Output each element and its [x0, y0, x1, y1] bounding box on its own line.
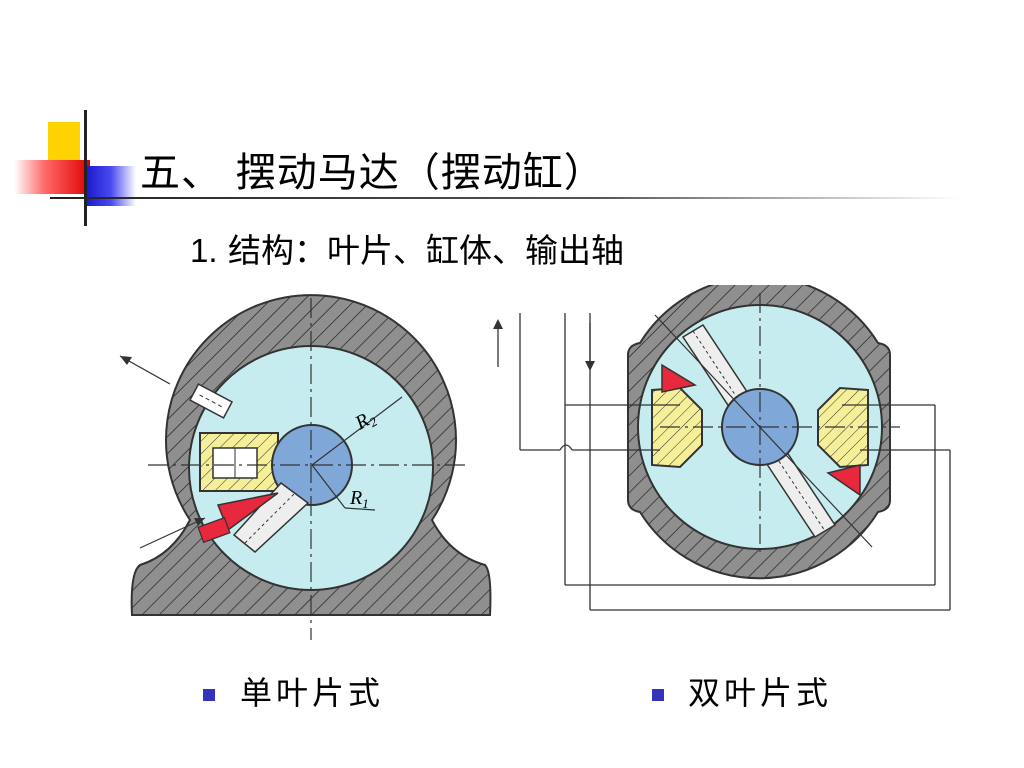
left-vane	[232, 481, 310, 553]
left-red-seal	[216, 492, 279, 532]
decor-blue-gradient	[86, 166, 136, 206]
left-arrow-in-icon	[120, 356, 132, 365]
right-centerlines	[654, 293, 900, 555]
label-r1: R1	[349, 487, 369, 511]
left-port	[188, 383, 234, 419]
flow-up-arrow-icon	[493, 319, 503, 329]
subtitle-number: 1.	[190, 232, 218, 269]
left-centerlines	[119, 298, 470, 640]
right-red-seal-top	[661, 363, 698, 393]
right-red-seal-bottom	[826, 464, 861, 497]
bullet-icon	[652, 689, 664, 701]
single-vane-diagram: R2 R1	[119, 294, 492, 640]
right-flow-arrows	[493, 319, 595, 371]
caption-single-vane: 单叶片式	[240, 674, 385, 712]
caption-double-vane: 双叶片式	[688, 674, 833, 712]
decor-vertical-line	[84, 110, 87, 226]
decor-red-gradient	[14, 160, 90, 194]
subtitle-text: 结构：叶片、缸体、输出轴	[228, 231, 625, 270]
decor-yellow-square	[48, 122, 80, 166]
title-underline	[50, 197, 960, 199]
flow-down-arrow-icon	[585, 361, 595, 371]
left-arrow-out-icon	[194, 518, 205, 526]
left-red-insert	[197, 516, 231, 544]
slide-title: 五、 摆动马达（摆动缸）	[140, 150, 605, 196]
bullet-icon	[203, 689, 215, 701]
double-vane-diagram	[493, 285, 951, 611]
subtitle: 1. 结构：叶片、缸体、输出轴	[190, 224, 624, 272]
left-stator-block	[199, 432, 279, 492]
